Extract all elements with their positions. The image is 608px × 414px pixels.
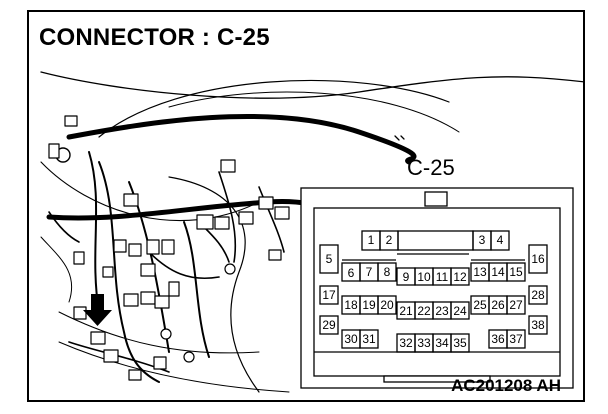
pin-label: 32 (399, 336, 413, 350)
connector-face (300, 187, 574, 389)
pin-4-cavity (490, 230, 510, 251)
pin-label: 8 (384, 265, 391, 279)
pin-38-cavity (528, 315, 548, 335)
pin-labels: 1 2 3 4 5 6 7 8 9 10 11 12 13 14 15 16 1… (322, 233, 545, 350)
page-title: CONNECTOR : C-25 (39, 24, 270, 51)
pointer-arrow-icon (83, 294, 112, 326)
pin-label: 35 (453, 336, 467, 350)
pin-label: 26 (491, 298, 505, 312)
pin-5-cavity (319, 244, 339, 274)
pin-label: 7 (366, 265, 373, 279)
pin-label: 29 (322, 318, 336, 332)
pin-label: 9 (403, 270, 410, 284)
pin-label: 37 (509, 332, 523, 346)
pin-label: 11 (436, 270, 449, 284)
pin-label: 6 (348, 266, 355, 280)
pin-label: 16 (531, 252, 545, 266)
pin-16-cavity (528, 244, 548, 274)
pin-label: 3 (479, 233, 486, 247)
pin-label: 13 (473, 265, 487, 279)
pin-label: 33 (417, 336, 431, 350)
pin-label: 12 (453, 270, 467, 284)
pin-label: 34 (435, 336, 449, 350)
diagram-frame: CONNECTOR : C-25 (27, 10, 585, 402)
pin-label: 20 (380, 298, 394, 312)
pin-label: 38 (531, 318, 545, 332)
pin-label: 18 (344, 298, 358, 312)
pin-label: 22 (417, 304, 431, 318)
pin-label: 30 (344, 332, 358, 346)
connector-label: C-25 (407, 155, 455, 180)
pin-label: 15 (509, 265, 523, 279)
pin-17-cavity (319, 285, 339, 305)
pin-label: 24 (453, 304, 467, 318)
pin-label: 14 (491, 265, 505, 279)
pin-label: 23 (435, 304, 449, 318)
pin-label: 21 (399, 304, 413, 318)
pin-label: 1 (368, 233, 375, 247)
pin-29-cavity (319, 315, 339, 335)
pin-label: 5 (326, 252, 333, 266)
pin-label: 17 (322, 288, 336, 302)
pin-label: 36 (491, 332, 505, 346)
harness-illustration: 1 2 3 4 5 6 7 8 9 10 11 12 13 14 15 16 1… (40, 71, 583, 393)
pin-label: 4 (497, 233, 504, 247)
reference-code: AC201208 AH (451, 376, 561, 395)
pin-label: 28 (531, 288, 545, 302)
pin-label: 31 (362, 332, 376, 346)
pin-28-cavity (528, 285, 548, 305)
pin-label: 2 (386, 233, 393, 247)
pin-label: 19 (362, 298, 376, 312)
pin-label: 27 (509, 298, 523, 312)
pin-label: 10 (417, 270, 431, 284)
pin-label: 25 (473, 298, 487, 312)
